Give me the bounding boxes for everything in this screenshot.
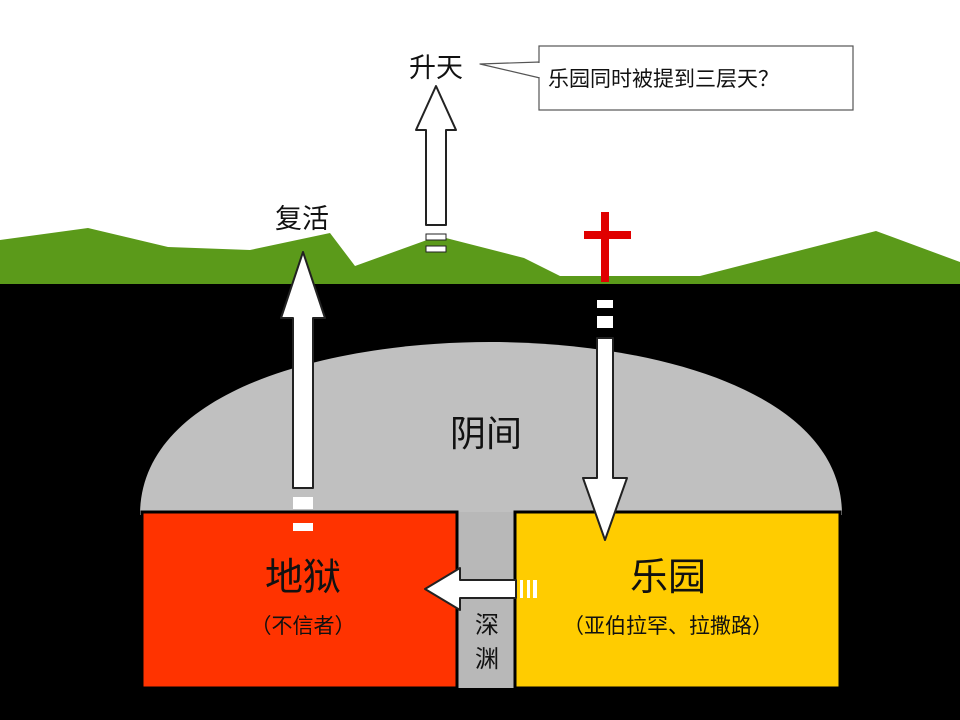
abyss-label-line1: 深: [475, 611, 499, 639]
green-hills: [0, 228, 960, 284]
abyss-label-line2: 渊: [475, 645, 499, 673]
sheol-label: 阴间: [450, 414, 522, 455]
callout-bubble: [479, 45, 854, 111]
hell-box: [140, 510, 459, 690]
ascension-arrow: [415, 85, 457, 253]
descent-arrow: [582, 300, 628, 541]
cross-icon: [584, 212, 631, 282]
resurrection-arrow: [280, 251, 326, 531]
abyss-gap: [457, 512, 517, 688]
paradise-sublabel: （亚伯拉罕、拉撒路）: [563, 614, 773, 638]
hell-sublabel: （不信者）: [251, 614, 356, 638]
paradise-to-hell-arrow: [424, 567, 537, 611]
sheol-dome: [140, 342, 842, 515]
paradise-box: [513, 510, 842, 690]
ascension-label: 升天: [409, 53, 463, 84]
callout-text: 乐园同时被提到三层天？: [548, 67, 779, 91]
hell-label: 地狱: [265, 555, 341, 599]
paradise-label: 乐园: [630, 555, 706, 599]
resurrection-label: 复活: [275, 204, 329, 235]
